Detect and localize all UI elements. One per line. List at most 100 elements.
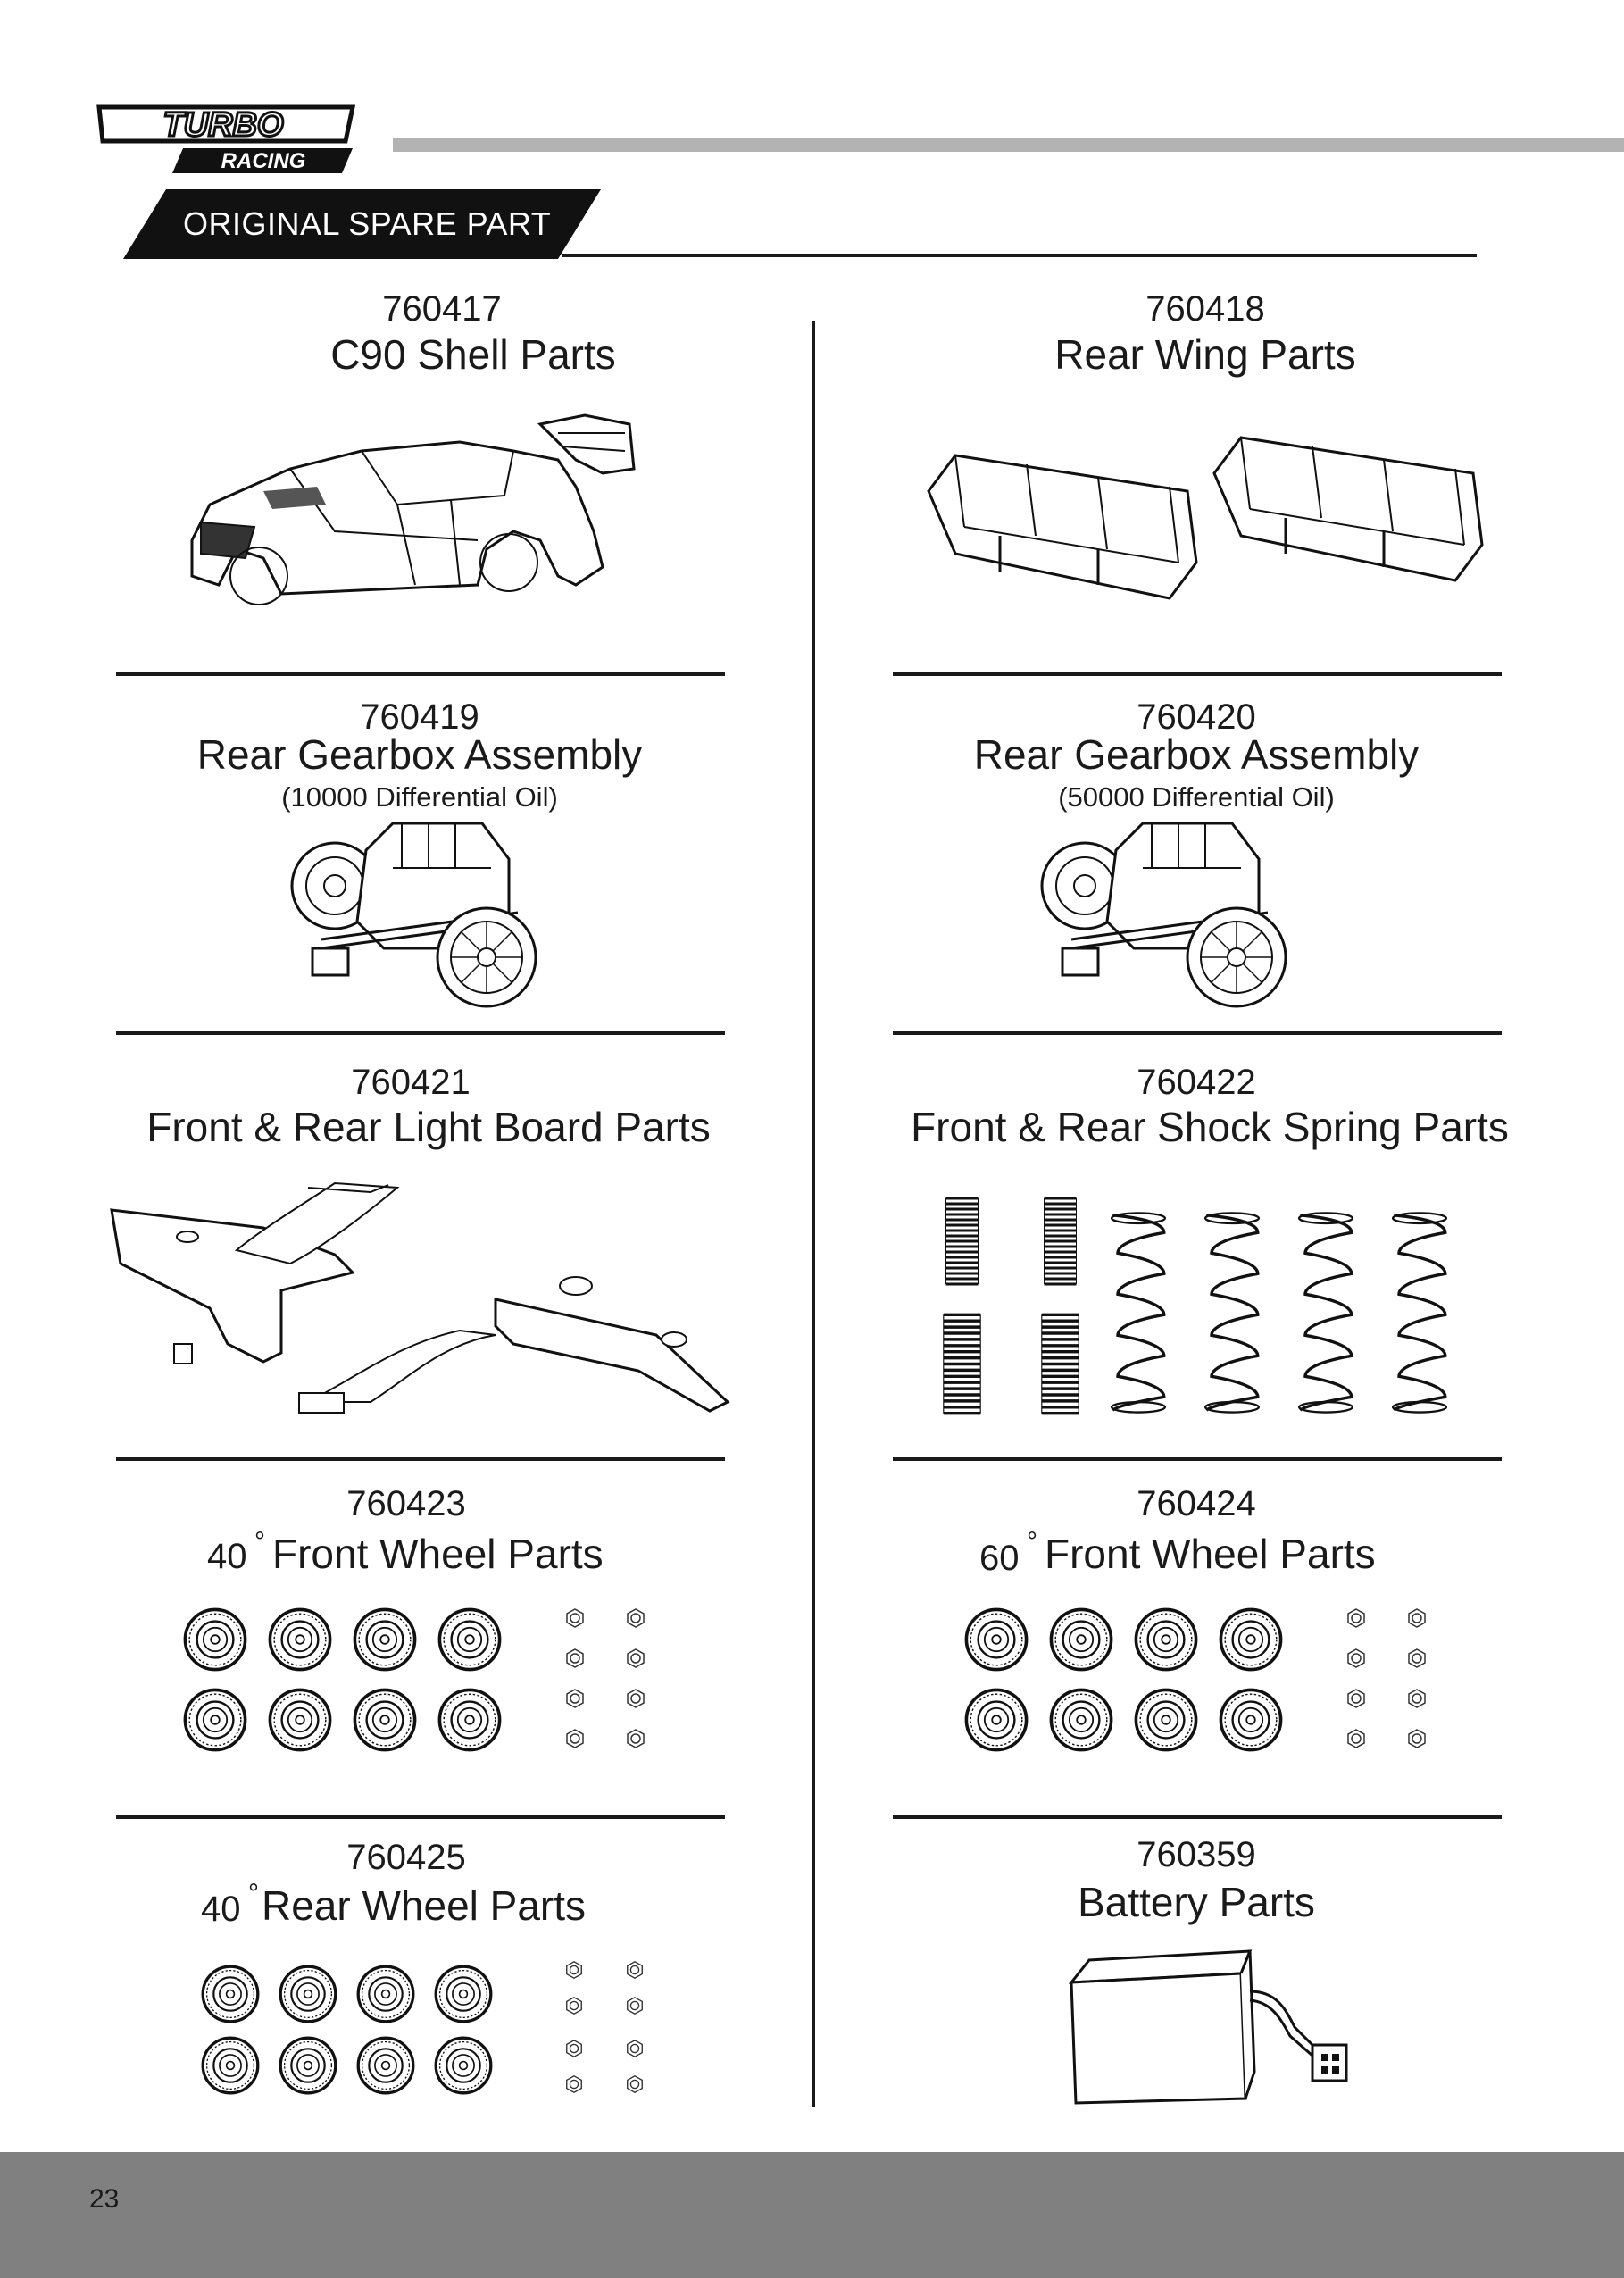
banner-shape (123, 189, 601, 259)
light-board-icon (103, 1174, 737, 1420)
wheel-nut-icon (564, 1648, 586, 1669)
degree-symbol: ° (248, 1879, 259, 1908)
section-rule (116, 1457, 725, 1461)
wheel-icon (1219, 1607, 1283, 1672)
wheel-nut-icon (1345, 1648, 1367, 1669)
part-note: (10000 Differential Oil) (281, 781, 558, 813)
logo-brand: TURBO (162, 106, 283, 144)
wheel-nut-icon (564, 1960, 584, 1980)
shock-spring-icon (1290, 1210, 1362, 1415)
part-angle: 60 (979, 1539, 1020, 1578)
wheel-icon (353, 1607, 417, 1672)
part-name: Front Wheel Parts (272, 1531, 604, 1577)
part-code: 760425 (346, 1838, 466, 1877)
logo-brand-sub: RACING (221, 149, 306, 173)
part-name: C90 Shell Parts (330, 331, 616, 378)
wheel-icon (201, 2036, 260, 2095)
part-code: 760359 (1137, 1835, 1256, 1874)
wheel-icon (964, 1688, 1029, 1752)
wheel-icon (356, 2036, 415, 2095)
wheel-icon (1049, 1607, 1113, 1672)
wheel-nut-icon (625, 1688, 646, 1709)
part-code: 760420 (1137, 697, 1256, 737)
wheel-nut-icon (625, 2074, 645, 2094)
wheel-icon (279, 1965, 337, 2023)
wheel-icon (1219, 1688, 1283, 1752)
wheel-nut-icon (625, 2039, 645, 2058)
wheel-icon (1049, 1688, 1113, 1752)
section-rule (116, 1031, 725, 1035)
wheel-nut-icon (625, 1960, 645, 1980)
wheel-icon (183, 1607, 247, 1672)
part-code: 760419 (360, 697, 479, 737)
page-number: 23 (89, 2184, 120, 2214)
wheel-nut-icon (1406, 1728, 1428, 1749)
part-code: 760418 (1145, 289, 1265, 329)
wheel-nut-icon (1406, 1688, 1428, 1709)
section-rule (893, 1457, 1502, 1461)
wheel-icon (434, 1965, 493, 2023)
header-bar (393, 138, 1624, 152)
wheel-icon (183, 1688, 247, 1752)
wheel-icon (201, 1965, 260, 2023)
part-name: Rear Gearbox Assembly (973, 731, 1420, 778)
wheel-nut-icon (564, 1688, 586, 1709)
shock-spring-icon (1018, 1197, 1103, 1286)
wheel-nut-icon (564, 1996, 584, 2015)
section-rule (116, 672, 725, 676)
shock-spring-icon (1103, 1210, 1174, 1415)
wheel-icon (356, 1965, 415, 2023)
part-angle: 40 (201, 1890, 241, 1929)
gearbox-icon (286, 814, 554, 1020)
part-code: 760421 (351, 1063, 471, 1102)
part-code: 760424 (1137, 1484, 1256, 1523)
wheel-icon (268, 1607, 332, 1672)
wheel-icon (434, 2036, 493, 2095)
wheel-nut-icon (625, 1728, 646, 1749)
footer-bar (0, 2152, 1624, 2278)
turbo-racing-logo: TURBO RACING (96, 104, 356, 173)
wheel-nut-icon (625, 1996, 645, 2015)
degree-symbol: ° (1027, 1527, 1037, 1556)
wheel-nut-icon (564, 2039, 584, 2058)
banner-rule (562, 254, 1477, 257)
part-name: Rear Gearbox Assembly (196, 731, 643, 778)
wheel-nut-icon (564, 1607, 586, 1629)
part-note: (50000 Differential Oil) (1058, 781, 1335, 813)
wheel-icon (279, 2036, 337, 2095)
wheel-nut-icon (1345, 1607, 1367, 1629)
part-angle: 40 (207, 1537, 247, 1576)
part-code: 760423 (346, 1484, 466, 1523)
shock-spring-icon (1018, 1313, 1103, 1415)
section-rule (893, 1815, 1502, 1819)
part-name: Rear Wheel Parts (262, 1882, 587, 1929)
wheel-nut-icon (1345, 1728, 1367, 1749)
wheel-nut-icon (625, 1607, 646, 1629)
wheel-nut-icon (625, 1648, 646, 1669)
section-rule (893, 1031, 1502, 1035)
part-name: Front & Rear Shock Spring Parts (911, 1104, 1509, 1150)
part-name: Rear Wing Parts (1054, 331, 1356, 378)
wheel-icon (964, 1607, 1029, 1672)
part-name: Battery Parts (1078, 1879, 1315, 1925)
degree-symbol: ° (254, 1527, 265, 1556)
wheel-icon (437, 1607, 502, 1672)
gearbox-icon (1036, 814, 1303, 1020)
part-name: Front Wheel Parts (1045, 1531, 1376, 1577)
part-code: 760417 (382, 289, 502, 329)
wheel-icon (1134, 1688, 1198, 1752)
wheel-icon (268, 1688, 332, 1752)
wheel-nut-icon (564, 1728, 586, 1749)
wheel-nut-icon (564, 2074, 584, 2094)
section-rule (893, 672, 1502, 676)
section-rule (116, 1815, 725, 1819)
wheel-icon (353, 1688, 417, 1752)
shock-spring-icon (920, 1313, 1004, 1415)
shock-spring-icon (1196, 1210, 1268, 1415)
section-banner-title: ORIGINAL SPARE PART (183, 205, 552, 242)
wheel-nut-icon (1345, 1688, 1367, 1709)
part-name: Front & Rear Light Board Parts (146, 1104, 711, 1150)
rear-wing-icon (920, 429, 1491, 607)
wheel-nut-icon (1406, 1648, 1428, 1669)
wheel-nut-icon (1406, 1607, 1428, 1629)
